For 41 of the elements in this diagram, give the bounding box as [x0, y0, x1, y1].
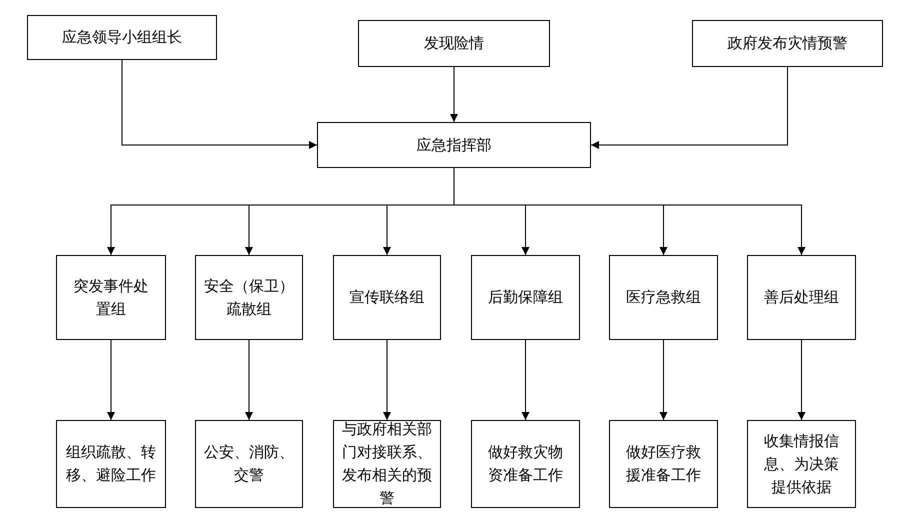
task-box	[195, 420, 303, 508]
box-label: 政府发布灾情预警	[726, 33, 848, 54]
process-box	[358, 20, 550, 67]
group-box	[195, 255, 303, 340]
box-label: 医疗急救组	[625, 287, 702, 308]
box-label: 收集情报信息、为决策提供依据	[763, 430, 840, 498]
group-box	[471, 255, 580, 340]
box-label: 应急领导小组组长	[61, 27, 183, 48]
process-box	[692, 20, 883, 67]
task-box	[56, 420, 166, 508]
box-label: 后勤保障组	[487, 287, 564, 308]
task-box	[747, 420, 856, 508]
box-label: 公安、消防、交警	[203, 442, 295, 486]
box-label: 善后处理组	[763, 287, 840, 308]
task-box	[471, 420, 580, 508]
arrow	[107, 340, 115, 420]
arrow	[245, 340, 253, 420]
group-box	[333, 255, 441, 340]
box-label: 宣传联络组	[348, 287, 426, 308]
box-label: 做好救灾物资准备工作	[487, 442, 564, 486]
arrow	[590, 66, 788, 149]
box-label: 组织疏散、转移、避险工作	[65, 442, 157, 486]
arrow	[798, 340, 806, 420]
group-box	[56, 255, 166, 340]
process-box	[317, 122, 591, 168]
box-label: 做好医疗救援准备工作	[625, 442, 702, 486]
arrow	[660, 340, 668, 420]
group-box	[609, 255, 718, 340]
task-box	[609, 420, 718, 508]
box-label: 安全（保卫）疏散组	[203, 276, 295, 320]
arrow	[122, 60, 318, 149]
task-box	[333, 420, 441, 508]
box-label: 突发事件处置组	[72, 276, 150, 320]
box-label: 与政府相关部门对接联系、发布相关的预警	[341, 419, 433, 509]
box-label: 应急指挥部	[416, 134, 492, 156]
box-label: 发现险情	[423, 33, 485, 54]
arrow	[522, 340, 530, 420]
process-box	[27, 15, 217, 60]
arrow	[450, 66, 458, 122]
arrow	[383, 340, 391, 420]
group-box	[747, 255, 856, 340]
